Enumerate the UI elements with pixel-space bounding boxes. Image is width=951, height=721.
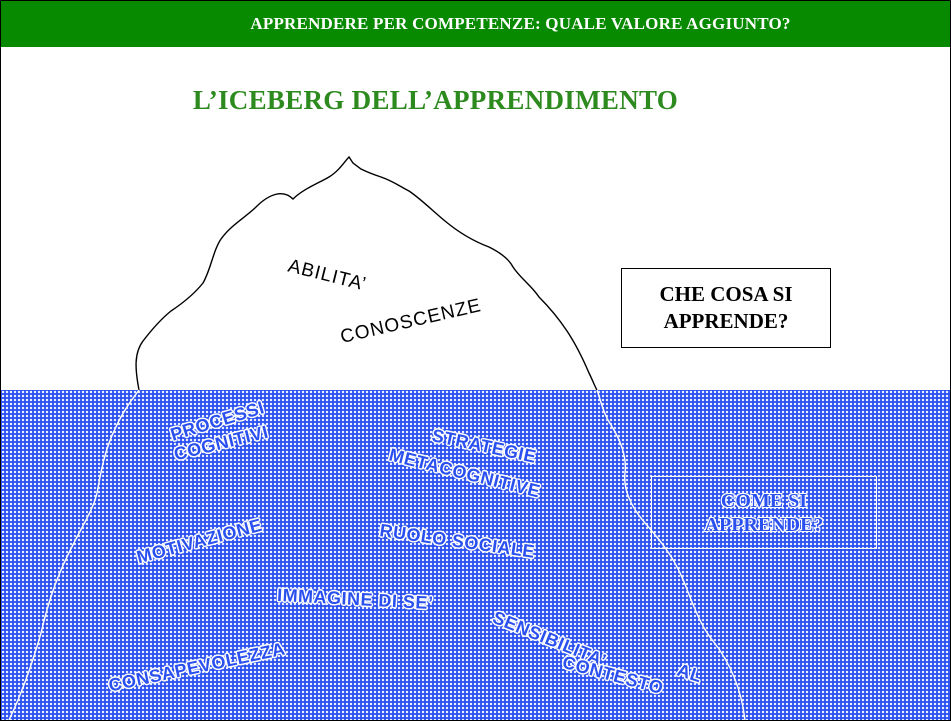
question-how-line1: COME SI [720,489,808,512]
question-what-line1: CHE COSA SI [659,282,793,306]
iceberg-right-underwater-outline [596,389,746,720]
question-how-line2: APPRENDE? [704,513,824,536]
header-title: APPRENDERE PER COMPETENZE: QUALE VALORE … [250,14,791,33]
iceberg-left-underwater-outline [8,389,140,720]
question-what-text: CHE COSA SI APPRENDE? [659,281,792,335]
question-what-line2: APPRENDE? [663,309,789,333]
header-bar: APPRENDERE PER COMPETENZE: QUALE VALORE … [1,1,950,47]
question-box-how: COME SI APPRENDE? [651,476,877,549]
iceberg-tip-outline [135,155,598,391]
slide-title: L’ICEBERG DELL’APPRENDIMENTO [192,85,679,115]
water-area [1,390,950,720]
question-box-what: CHE COSA SI APPRENDE? [621,268,831,348]
question-how-text: COME SI APPRENDE? [705,489,824,537]
